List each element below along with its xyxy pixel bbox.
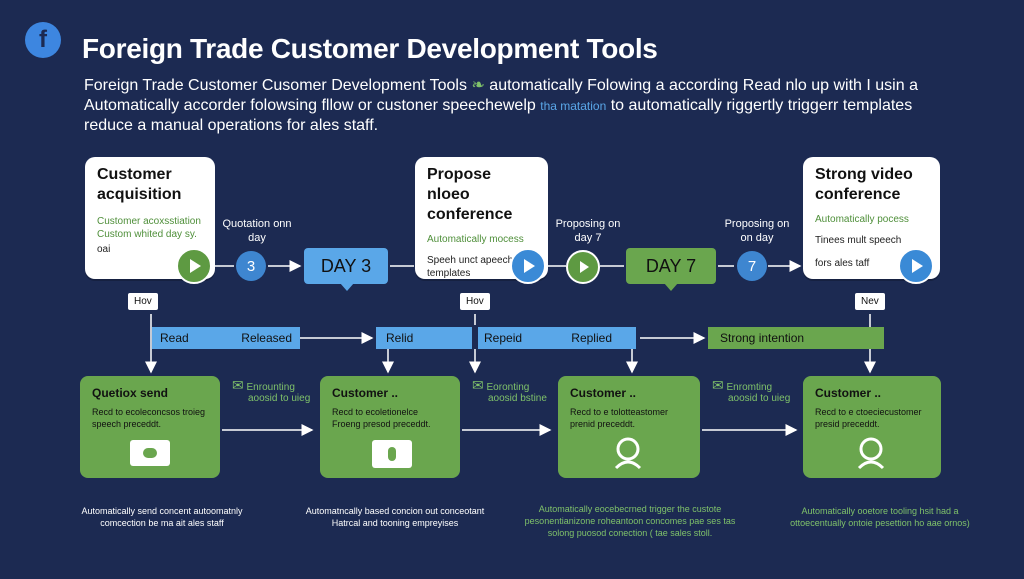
play-icon <box>524 259 535 273</box>
phone-icon <box>372 440 412 468</box>
desc-line2-c: to automatically riggertly triggerr temp… <box>610 97 913 114</box>
step-label: Quotation onn day <box>222 218 292 244</box>
green-card-customer-2[interactable]: Customer .. Recd to e tolotteastomer pre… <box>558 376 700 478</box>
card-green-text: Customer acoxsstiation Custom whited day… <box>97 216 201 240</box>
card-title: Propose nloeo conference <box>427 166 513 223</box>
step-number-badge: 3 <box>236 251 266 281</box>
chat-icon <box>130 440 170 466</box>
card-body-text-2: fors ales taff <box>815 258 870 269</box>
play-icon <box>912 259 923 273</box>
card-body-text: Tinees mult speech <box>815 235 902 246</box>
card-green-text: Automatically mocess <box>427 234 524 245</box>
link-icon: ✉ <box>472 377 484 393</box>
desc-line1-b: automatically Folowing a according Read … <box>489 77 918 94</box>
footer-line2: ottoecentually ontoie pesettion ho aae o… <box>790 518 970 528</box>
day-box-3[interactable]: DAY 3 <box>304 248 388 284</box>
transition-label-line2: aoosid bstine <box>488 393 547 404</box>
status-bar-relid: Relid <box>376 327 472 349</box>
footer-line2: comcection be ma ait ales staff <box>100 518 224 528</box>
footer-line1: Automatically send concent autoomatnly <box>81 506 243 516</box>
bar-label: Read <box>160 331 189 345</box>
link-icon: ✉ <box>232 377 244 393</box>
bar-label: Strong intention <box>720 331 805 345</box>
transition-label: ✉ Eoronting aoosid bstine <box>472 377 547 404</box>
play-button[interactable] <box>510 248 546 284</box>
callout-pointer <box>340 283 354 291</box>
transition-label: ✉ Enrounting aoosid to uieg <box>232 377 311 404</box>
status-tag: Hov <box>460 293 490 310</box>
green-card-quotation-send[interactable]: Quetiox send Recd to ecoleconcsos troieg… <box>80 376 220 478</box>
bar-label: Released <box>241 331 292 345</box>
desc-line2-b: tha matation <box>540 99 607 113</box>
green-card-title: Customer .. <box>332 386 399 400</box>
day-box-7[interactable]: DAY 7 <box>626 248 716 284</box>
card-body-text: Speeh unct apeech templates <box>427 255 514 279</box>
play-icon <box>580 261 589 273</box>
transition-label-line1: Eoronting <box>486 382 530 393</box>
page-description: Foreign Trade Customer Cusomer Developme… <box>84 76 984 136</box>
footer-line3: solong puosod conection ( tae sales stol… <box>547 528 713 538</box>
desc-line3: reduce a manual operations for ales staf… <box>84 117 379 134</box>
user-support-icon <box>857 437 885 470</box>
status-bar-read: Read Released <box>152 327 300 349</box>
green-card-customer-1[interactable]: Customer .. Recd to ecoletionelce Froeng… <box>320 376 460 478</box>
play-button[interactable] <box>566 250 600 284</box>
leaf-icon: ❧ <box>471 77 485 94</box>
green-card-title: Customer .. <box>815 386 882 400</box>
green-card-body: Recd to ecoleconcsos troieg speech prece… <box>92 407 206 429</box>
footer-caption: Automatically ooetore tooling hsit had a… <box>770 505 990 529</box>
desc-line2-a: Automatically accorder folowsing fllow o… <box>84 97 536 114</box>
footer-line1: Automatically ooetore tooling hsit had a <box>801 506 959 516</box>
footer-line1: Automatncally based concion out conceota… <box>305 506 485 516</box>
bar-label: Relid <box>386 331 414 345</box>
green-card-title: Customer .. <box>570 386 637 400</box>
desc-line1-a: Foreign Trade Customer Cusomer Developme… <box>84 77 467 94</box>
play-button[interactable] <box>898 248 934 284</box>
transition-label: ✉ Enromting aoosid to uieg <box>712 377 791 404</box>
play-button[interactable] <box>176 248 212 284</box>
status-bar-strong-intention: Strong intention <box>708 327 884 349</box>
footer-caption: Automatncally based concion out conceota… <box>300 505 490 529</box>
facebook-logo-icon: f <box>25 22 61 58</box>
step-label: Proposing on on day <box>724 218 790 244</box>
page-title: Foreign Trade Customer Development Tools <box>82 33 658 64</box>
green-card-title: Quetiox send <box>92 386 169 400</box>
link-icon: ✉ <box>712 377 724 393</box>
transition-label-line2: aoosid to uieg <box>728 393 791 404</box>
status-tag: Hov <box>128 293 158 310</box>
card-strong-conference[interactable]: Strong video conference Automatically po… <box>803 157 940 279</box>
footer-line1: Automatically eocebecrned trigger the cu… <box>538 504 722 514</box>
green-card-customer-3[interactable]: Customer .. Recd to e ctoeciecustomer pr… <box>803 376 941 478</box>
card-title: Strong video conference <box>815 166 913 203</box>
transition-label-line1: Enrounting <box>246 382 295 393</box>
footer-caption: Automatically send concent autoomatnly c… <box>72 505 252 529</box>
transition-label-line1: Enromting <box>726 382 773 393</box>
card-body-text: oai <box>97 244 111 255</box>
play-icon <box>190 259 201 273</box>
callout-pointer <box>664 283 678 291</box>
card-green-text: Automatically pocess <box>815 214 909 225</box>
user-support-icon <box>614 437 642 470</box>
card-title: Customer acquisition <box>97 166 182 203</box>
green-card-body: Recd to e tolotteastomer prenid preceddt… <box>570 407 669 429</box>
step-number-badge: 7 <box>737 251 767 281</box>
status-bar-replied: Repeid Replied <box>478 327 636 349</box>
status-tag: Nev <box>855 293 885 310</box>
footer-line2: pesonentianizone roheantoon concomes pae… <box>524 516 736 526</box>
bar-label: Repeid <box>484 331 523 345</box>
footer-line2: Hatrcal and tooning empreyises <box>331 518 459 528</box>
bar-label: Replied <box>571 331 612 345</box>
green-card-body: Recd to e ctoeciecustomer presid precedd… <box>815 407 922 429</box>
transition-label-line2: aoosid to uieg <box>248 393 311 404</box>
card-propose-conference[interactable]: Propose nloeo conference Automatically m… <box>415 157 548 279</box>
footer-caption: Automatically eocebecrned trigger the cu… <box>520 503 740 539</box>
green-card-body: Recd to ecoletionelce Froeng presod prec… <box>332 407 431 429</box>
step-label: Proposing on day 7 <box>555 218 621 244</box>
